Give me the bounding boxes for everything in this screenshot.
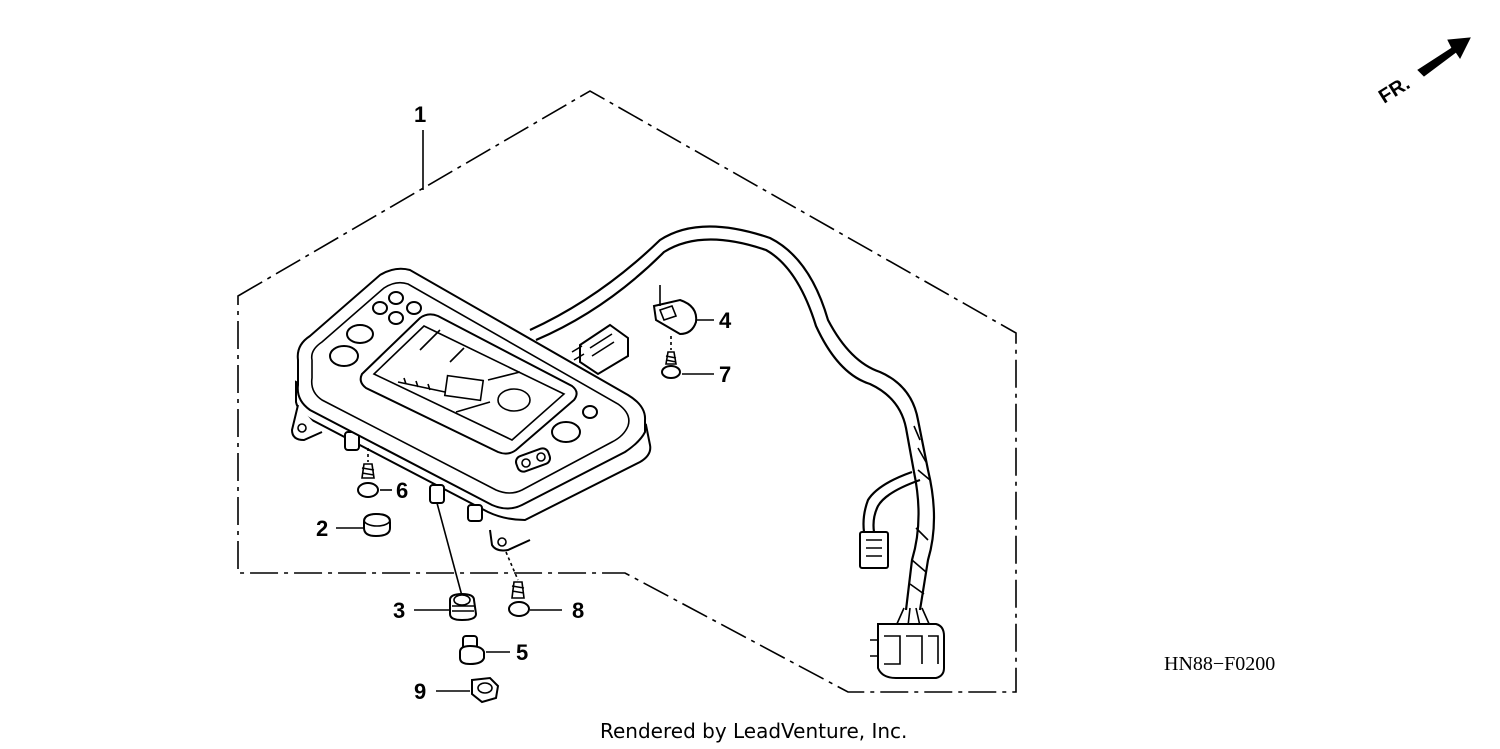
part-9-nut[interactable] (471, 676, 500, 704)
part-7-screw[interactable] (661, 336, 681, 379)
callout-1: 1 (414, 102, 426, 127)
assembly-boundary (237, 90, 1017, 693)
callout-5: 5 (516, 640, 528, 665)
diagram-code: HN88−F0200 (1164, 653, 1275, 675)
callout-6: 6 (396, 478, 408, 503)
part-8-screw[interactable] (505, 551, 530, 617)
wire-harness (529, 225, 945, 679)
front-label: FR. (1375, 73, 1414, 109)
render-credit: Rendered by LeadVenture, Inc. (600, 719, 907, 743)
callout-8: 8 (572, 598, 584, 623)
meter-assembly[interactable] (290, 267, 652, 552)
front-direction-indicator: FR. (1375, 37, 1471, 109)
part-4-clamp[interactable] (652, 285, 698, 336)
callout-2: 2 (316, 516, 328, 541)
callout-7: 7 (719, 362, 731, 387)
callout-9: 9 (414, 679, 426, 704)
part-5-collar[interactable] (459, 635, 485, 666)
callout-3: 3 (393, 598, 405, 623)
callout-4: 4 (719, 308, 732, 333)
part-3-grommet[interactable] (436, 502, 478, 622)
front-arrow-icon (1417, 37, 1471, 77)
part-6-screw[interactable] (357, 448, 379, 498)
part-2-cap[interactable] (363, 512, 391, 538)
